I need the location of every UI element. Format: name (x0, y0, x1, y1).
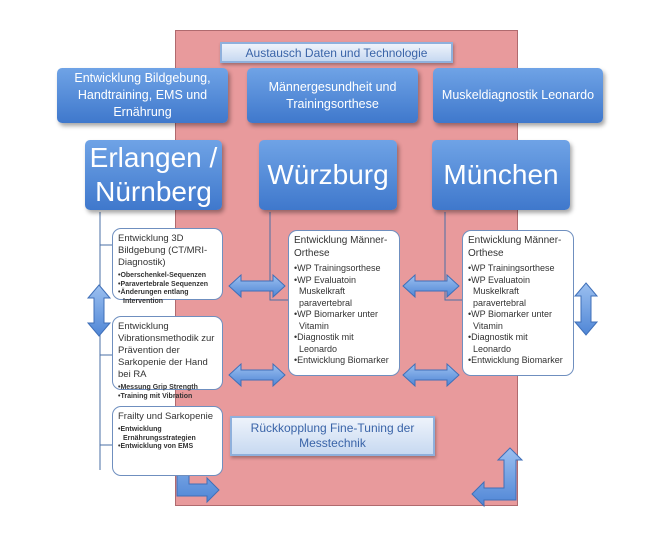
list-item: Diagnostik mit Leonardo (294, 332, 394, 355)
list-item: Entwicklung Ernährungsstrategien (118, 426, 217, 443)
card-title: Entwicklung Männer-Orthese (294, 235, 388, 259)
list-item: WP Biomarker unter Vitamin (468, 309, 568, 332)
list-item: Training mit Vibration (118, 393, 217, 402)
card-vibration: Entwicklung Vibrationsmethodik zur Präve… (112, 316, 223, 400)
double-arrow-icon (402, 362, 460, 388)
list-item: Entwicklung Biomarker (468, 355, 568, 367)
double-arrow-icon (228, 362, 286, 388)
card-wuerzburg-orthese: Entwicklung Männer-Orthese WP Trainingso… (288, 230, 400, 376)
list-item: WP Trainingsorthese (294, 263, 394, 275)
city-box-muenchen: München (432, 140, 570, 210)
card-frailty: Frailty und Sarkopenie Entwicklung Ernäh… (112, 406, 223, 476)
card-title: Frailty und Sarkopenie (118, 411, 214, 422)
city-box-erlangen: Erlangen / Nürnberg (85, 140, 222, 210)
list-item: Änderungen entlang Intervention (118, 289, 217, 306)
vertical-double-arrow-icon (86, 284, 112, 337)
list-item: WP Evaluatoin Muskelkraft paravertebral (294, 275, 394, 310)
list-item: WP Evaluatoin Muskelkraft paravertebral (468, 275, 568, 310)
card-title: Entwicklung 3D Bildgebung (CT/MRI-Diagno… (118, 233, 208, 268)
double-arrow-icon (228, 273, 286, 299)
feedback-bar: Rückkopplung Fine-Tuning der Messtechnik (230, 416, 435, 456)
erlangen-connector (99, 212, 113, 470)
list-item: Messung Grip Strength (118, 384, 217, 393)
topic-box-erlangen: Entwicklung Bildgebung, Handtraining, EM… (57, 68, 228, 123)
muenchen-connector (444, 212, 463, 301)
double-arrow-icon (402, 273, 460, 299)
bent-arrow-icon (471, 447, 524, 508)
wuerzburg-connector (269, 212, 290, 301)
list-item: Diagnostik mit Leonardo (468, 332, 568, 355)
list-item: Entwicklung Biomarker (294, 355, 394, 367)
city-box-wuerzburg: Würzburg (259, 140, 397, 210)
list-item: WP Trainingsorthese (468, 263, 568, 275)
data-exchange-bar: Austausch Daten und Technologie (220, 42, 453, 63)
card-title: Entwicklung Vibrationsmethodik zur Präve… (118, 321, 215, 380)
topic-box-wuerzburg: Männergesundheit und Trainingsorthese (247, 68, 418, 123)
list-item: Entwicklung von EMS (118, 443, 217, 452)
vertical-double-arrow-icon (573, 282, 599, 336)
card-muenchen-orthese: Entwicklung Männer-Orthese WP Trainingso… (462, 230, 574, 376)
list-item: Paravertebrale Sequenzen (118, 281, 217, 290)
list-item: Oberschenkel-Sequenzen (118, 272, 217, 281)
topic-box-muenchen: Muskeldiagnostik Leonardo (433, 68, 603, 123)
card-title: Entwicklung Männer-Orthese (468, 235, 562, 259)
card-3d-imaging: Entwicklung 3D Bildgebung (CT/MRI-Diagno… (112, 228, 223, 305)
list-item: WP Biomarker unter Vitamin (294, 309, 394, 332)
